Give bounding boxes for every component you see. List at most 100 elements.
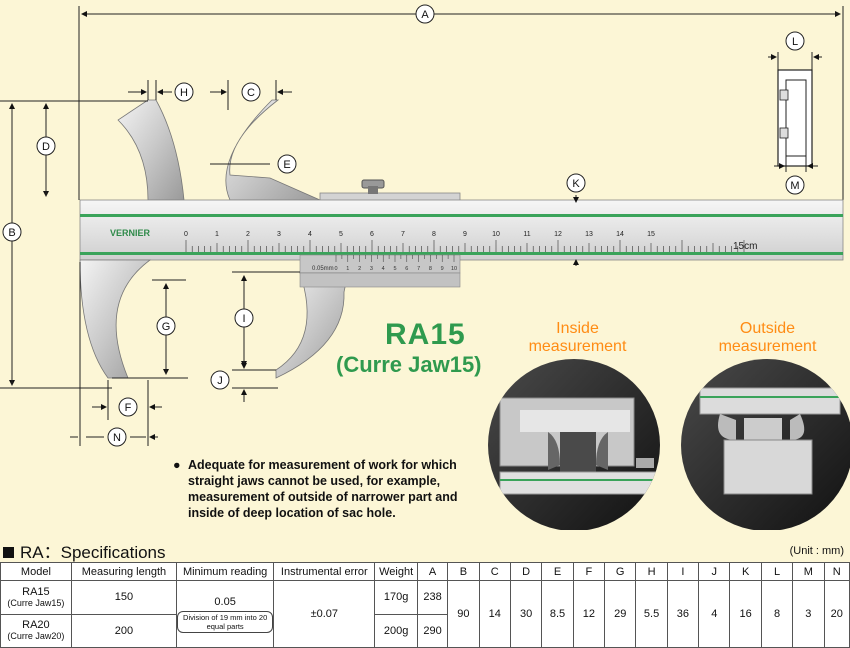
scale-number: 7 [401,231,405,238]
bullet-icon: ● [173,458,181,472]
scale-number: 2 [246,231,250,238]
label-g: G [162,321,171,333]
vernier-number: 10 [451,266,457,272]
upper-moving-jaw [225,99,321,201]
vernier-number: 9 [441,266,444,272]
error-cell: ±0.07 [273,580,376,648]
j-cell: 4 [698,580,731,648]
spec-table: Model Measuring length Minimum reading I… [0,562,850,648]
b-cell: 90 [447,580,480,648]
label-j: J [217,375,223,387]
scale-number: 4 [308,231,312,238]
header-cell: A [416,562,449,581]
header-cell: N [823,562,850,581]
header-cell: L [760,562,794,581]
model-sub: (Curre Jaw15) [7,597,65,608]
f-cell: 12 [572,580,606,648]
header-cell: Weight [374,562,418,581]
vernier-number: 7 [417,266,420,272]
label-b: B [8,227,15,239]
model-cell: RA15(Curre Jaw15) [0,580,72,615]
model-title: RA15 [385,318,466,351]
vernier-number: 1 [346,266,349,272]
scale-number: 12 [554,231,562,238]
vernier-number: 0 [334,266,337,272]
spec-title: RA：Specifications [3,538,166,563]
l-cell: 8 [760,580,794,648]
brand-logo: VERNIER [110,228,151,238]
scale-number: 5 [339,231,343,238]
min-reading-value: 0.05 [214,595,236,608]
e-cell: 8.5 [541,580,574,648]
label-f: F [125,402,132,414]
header-cell: C [478,562,511,581]
label-d: D [42,141,50,153]
vernier-mark: 0.05mm [312,266,334,272]
scale-number: 9 [463,231,467,238]
lower-fixed-jaw [79,259,152,379]
vernier-scale-ticks [335,255,455,262]
i-cell: 36 [666,580,700,648]
model-subtitle: (Curre Jaw15) [336,352,482,377]
label-a: A [421,9,429,21]
header-cell: K [729,562,762,581]
vernier-number: 3 [370,266,373,272]
vernier-number: 4 [382,266,385,272]
scale-number: 6 [370,231,374,238]
model-name: RA15 [22,585,50,598]
length-cell: 150 [70,580,178,615]
scale-number: 11 [523,231,530,238]
header-cell: Measuring length [70,562,178,581]
header-cell: Minimum reading [176,562,275,581]
m-cell: 3 [792,580,825,648]
outside-measurement-photo [681,359,850,530]
scale-number: 3 [277,231,281,238]
n-cell: 20 [823,580,850,648]
scale-number: 1 [215,231,219,238]
main-beam [79,199,844,261]
label-k: K [572,178,580,190]
header-cell: Instrumental error [273,562,376,581]
vernier-scale-numbers: 0 1 2 3 4 5 6 7 8 9 10 [334,266,457,272]
g-cell: 29 [604,580,637,648]
square-icon [3,547,14,558]
table-header-row: Model Measuring length Minimum reading I… [0,562,850,581]
c-cell: 14 [478,580,511,648]
unit-mark: 15cm [733,241,757,252]
outside-measurement-label: Outside measurement [718,320,817,355]
scale-number: 13 [585,231,593,238]
k-cell: 16 [729,580,762,648]
weight-cell: 200g [374,613,418,648]
unit-note: (Unit : mm) [789,545,844,557]
header-cell: D [509,562,543,581]
h-cell: 5.5 [635,580,668,648]
vernier-number: 6 [405,266,408,272]
header-cell: Model [0,562,72,581]
label-e: E [283,159,290,171]
min-reading-note: Division of 19 mm into 20 equal parts [177,610,274,633]
spec-title-text: RA：Specifications [20,543,166,562]
label-n: N [113,432,121,444]
lower-moving-jaw [275,272,349,379]
label-m: M [790,180,799,192]
vernier-number: 2 [358,266,361,272]
model-name: RA20 [22,619,50,632]
model-cell: RA20(Curre Jaw20) [0,613,72,648]
scale-number: 10 [492,231,500,238]
header-cell: M [792,562,825,581]
table-row: RA20(Curre Jaw20) 200 200g 290 [0,613,850,648]
vernier-number: 5 [393,266,396,272]
inside-measurement-label: Inside measurement [528,320,627,355]
vernier-number: 8 [429,266,432,272]
label-l: L [792,36,798,48]
header-cell: I [666,562,700,581]
scale-number: 14 [616,231,624,238]
model-sub: (Curre Jaw20) [7,631,65,642]
scale-number: 8 [432,231,436,238]
a-cell: 238 [416,580,449,615]
d-cell: 30 [509,580,543,648]
